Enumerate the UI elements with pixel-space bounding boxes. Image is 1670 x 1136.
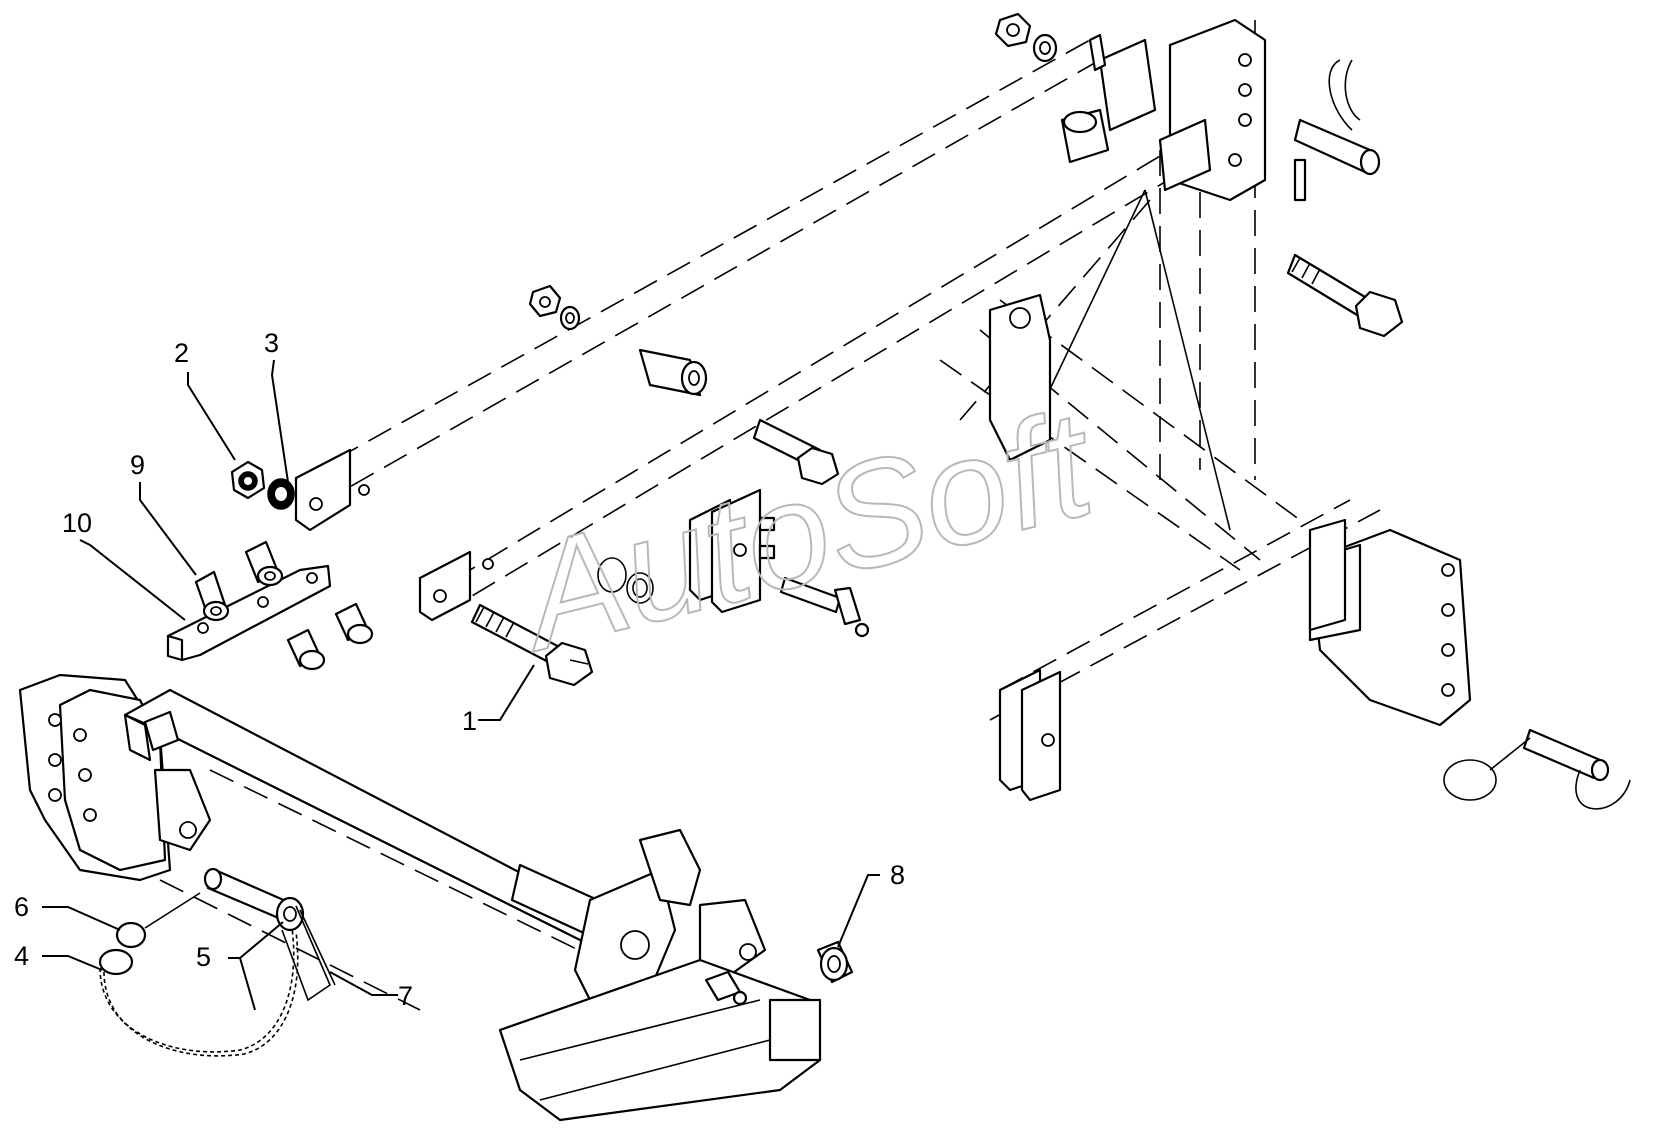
upper-frame <box>294 18 1472 802</box>
part-6-ring <box>115 892 201 949</box>
part-7-clip <box>281 905 336 1002</box>
callout-7: 7 <box>398 981 413 1011</box>
lower-hitch-bar <box>18 673 822 1122</box>
upper-hardware <box>528 12 1631 810</box>
bushing-pair-upper <box>244 540 284 587</box>
part-10-plate <box>166 564 332 662</box>
callout-3: 3 <box>264 328 279 358</box>
top-bushing <box>1060 108 1110 164</box>
part-3-washer <box>267 478 295 510</box>
watermark-text: AutoSoft <box>499 378 1111 683</box>
part-2-nut <box>230 460 266 500</box>
callout-2: 2 <box>174 338 189 368</box>
callout-4: 4 <box>14 941 29 971</box>
part-1-bolt <box>470 603 594 687</box>
callout-6: 6 <box>14 892 29 922</box>
part-8-spacer <box>816 940 854 984</box>
part-9-bushing <box>194 570 230 622</box>
callout-8: 8 <box>890 860 905 890</box>
top-bar-plate <box>294 448 352 532</box>
part-5-hitch-pin <box>203 867 305 932</box>
callout-9: 9 <box>130 450 145 480</box>
callout-5: 5 <box>196 942 211 972</box>
callouts: 1 2 3 4 5 6 7 8 9 10 <box>14 328 905 1011</box>
callout-10: 10 <box>62 508 92 538</box>
bushing-pair-lower <box>286 602 374 671</box>
leader-lines <box>42 359 880 1011</box>
callout-1: 1 <box>462 706 477 736</box>
part-4-ring-chain <box>98 927 299 1057</box>
lower-bar-plate <box>418 550 472 622</box>
mid-frame-tube <box>988 293 1052 462</box>
